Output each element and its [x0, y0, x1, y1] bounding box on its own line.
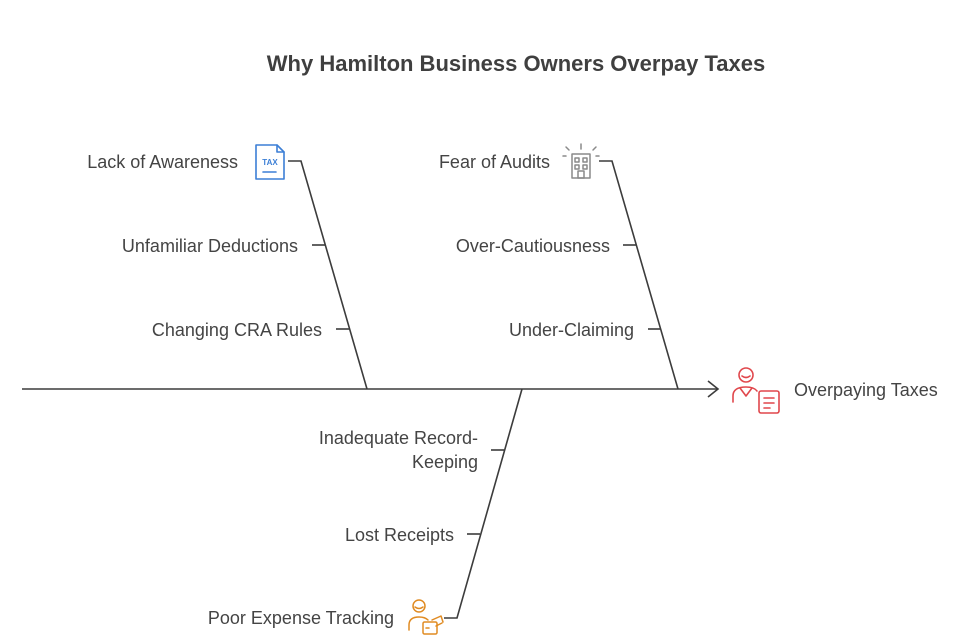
tax-document-icon: TAX: [255, 144, 285, 180]
bone-fear-of-audits: [599, 160, 679, 390]
cause-label-unfamiliar-deductions: Unfamiliar Deductions: [122, 236, 298, 256]
bone-poor-expense-tracking: [444, 388, 523, 619]
office-building-icon: [562, 143, 600, 179]
category-label-fear-of-audits: Fear of Audits: [439, 152, 550, 172]
effect-icon: [732, 367, 780, 414]
effect-label: Overpaying Taxes: [794, 380, 938, 400]
cause-label-under-claiming: Under-Claiming: [509, 320, 634, 340]
bone-lack-of-awareness: [288, 160, 368, 390]
cause-label-lost-receipts: Lost Receipts: [345, 525, 454, 545]
diagram-title: Why Hamilton Business Owners Overpay Tax…: [267, 51, 765, 76]
category-label-lack-of-awareness: Lack of Awareness: [87, 152, 238, 172]
svg-text:TAX: TAX: [262, 158, 278, 167]
category-label-poor-expense-tracking: Poor Expense Tracking: [208, 608, 394, 628]
spine-arrow-head: [707, 380, 720, 398]
cause-label-over-cautiousness: Over-Cautiousness: [456, 236, 610, 256]
cause-label-changing-cra-rules: Changing CRA Rules: [152, 320, 322, 340]
spine: [22, 380, 720, 398]
cause-label-inadequate-record-keeping-line2: Keeping: [412, 452, 478, 472]
cause-label-inadequate-record-keeping-line1: Inadequate Record-: [319, 428, 478, 448]
person-wallet-icon: [408, 599, 444, 635]
